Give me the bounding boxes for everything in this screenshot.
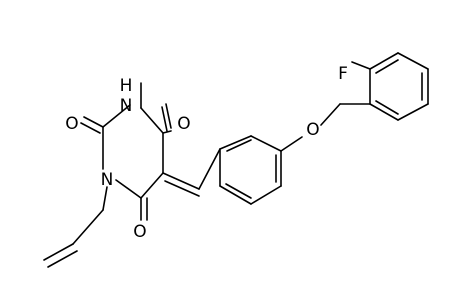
atom-label-n1: N <box>101 170 114 190</box>
atom-label-o-left: O <box>65 114 78 134</box>
atom-label-f: F <box>338 64 348 84</box>
atom-label-o-bottom: O <box>133 222 146 242</box>
atom-label-o-ether: O <box>306 120 319 140</box>
atom-label-o-top: O <box>177 114 190 134</box>
bonds <box>43 52 429 268</box>
